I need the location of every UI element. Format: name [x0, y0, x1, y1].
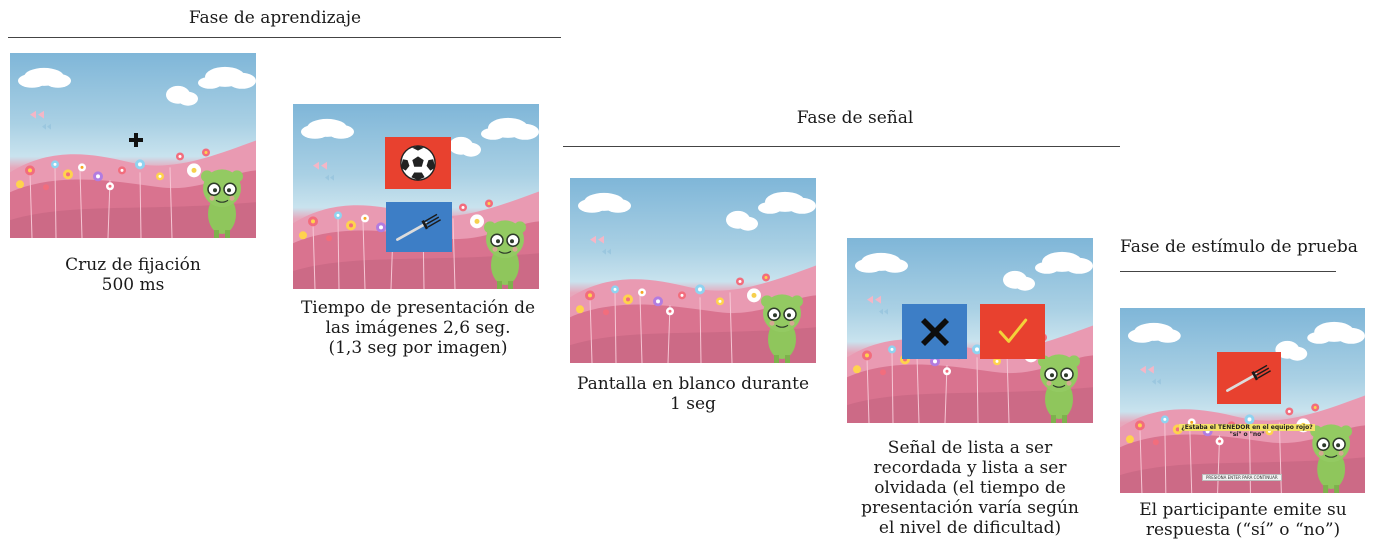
- test-screen: ¿Estaba el TENEDOR en el equipo rojo? "s…: [1120, 308, 1365, 493]
- question-text: ¿Estaba el TENEDOR en el equipo rojo?: [1179, 424, 1315, 431]
- phase-divider-cue: [563, 146, 1120, 147]
- caption-fixation: Cruz de fijación 500 ms: [63, 255, 203, 295]
- scene-background: [847, 251, 1093, 423]
- caption-line: Pantalla en blanco durante: [576, 374, 810, 394]
- caption-cue: Señal de lista a ser recordada y lista a…: [846, 438, 1094, 538]
- phase-title-cue: Fase de señal: [796, 108, 914, 128]
- scene-background: [570, 191, 816, 363]
- fork-icon: [396, 213, 441, 241]
- caption-line: olvidada (el tiempo de: [874, 478, 1066, 498]
- answer-options: "sí" o "no": [1229, 431, 1265, 438]
- caption-line: Cruz de fijación: [65, 255, 201, 275]
- continue-instruction: PRESIONA ENTER PARA CONTINUAR: [1202, 474, 1282, 481]
- phase-divider-learning: [8, 37, 561, 38]
- fork-card: [386, 202, 452, 252]
- plus-icon: [129, 133, 143, 147]
- caption-line: las imágenes 2,6 seg.: [325, 318, 511, 338]
- caption-line: (1,3 seg por imagen): [328, 338, 508, 358]
- caption-line: 1 seg: [670, 394, 716, 414]
- caption-line: el nivel de dificultad): [878, 518, 1062, 538]
- caption-line: recordada y lista a ser: [873, 458, 1067, 478]
- caption-blank: Pantalla en blanco durante 1 seg: [566, 374, 820, 414]
- phase-divider-test: [1120, 271, 1336, 272]
- fork-card: [1217, 352, 1281, 404]
- fixation-screen: [10, 53, 256, 238]
- presentation-screen: [293, 104, 539, 289]
- remember-card: [980, 304, 1045, 359]
- cue-screen: [847, 238, 1093, 423]
- caption-presentation: Tiempo de presentación de las imágenes 2…: [290, 298, 546, 358]
- soccer-ball-icon: [400, 145, 436, 181]
- blank-screen: [570, 178, 816, 363]
- caption-line: 500 ms: [101, 275, 165, 295]
- phase-title-test: Fase de estímulo de prueba: [1120, 237, 1358, 257]
- phase-title-learning: Fase de aprendizaje: [188, 8, 362, 28]
- caption-line: respuesta (“sí” o “no”): [1145, 520, 1341, 540]
- check-mark-icon: [998, 318, 1027, 343]
- test-question: ¿Estaba el TENEDOR en el equipo rojo? "s…: [1172, 424, 1322, 438]
- x-mark-icon: [920, 317, 949, 346]
- caption-line: Señal de lista a ser: [887, 438, 1053, 458]
- scene-background: [293, 117, 539, 289]
- caption-line: Tiempo de presentación de: [300, 298, 536, 318]
- ball-card: [385, 137, 451, 189]
- caption-line: presentación varía según: [861, 498, 1079, 518]
- forget-card: [902, 304, 967, 359]
- caption-response: El participante emite su respuesta (“sí”…: [1118, 500, 1368, 540]
- caption-line: El participante emite su: [1139, 500, 1347, 520]
- fork-icon: [1226, 364, 1271, 392]
